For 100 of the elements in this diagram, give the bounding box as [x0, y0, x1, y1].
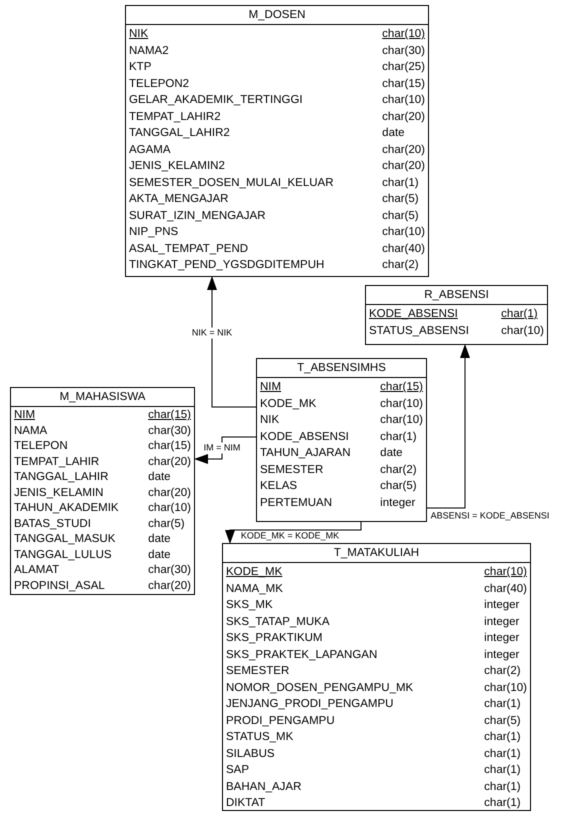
column-name: GELAR_AKADEMIK_TERTINGGI — [129, 93, 303, 108]
column-name: TANGGAL_LULUS — [14, 548, 112, 562]
column-type: char(10) — [484, 680, 527, 696]
table-title: T_ABSENSIMHS — [297, 361, 386, 375]
column-name: ASAL_TEMPAT_PEND — [129, 242, 248, 256]
column-name: STATUS_MK — [226, 730, 294, 745]
table-title: M_DOSEN — [248, 8, 306, 22]
column-type: char(5) — [148, 516, 185, 532]
entity-table — [10, 387, 195, 595]
column-name: SKS_PRAKTIKUM — [226, 631, 322, 646]
column-name: SKS_MK — [226, 598, 273, 613]
column-type: char(10) — [501, 324, 544, 338]
column-type: char(20) — [382, 110, 425, 124]
column-type: integer — [484, 631, 520, 646]
column-type: char(10) — [382, 225, 425, 240]
column-type: char(5) — [380, 479, 417, 494]
column-name: TANGGAL_LAHIR — [14, 470, 108, 485]
column-type: char(2) — [382, 258, 419, 273]
column-type: date — [382, 126, 405, 141]
column-type: char(1) — [382, 176, 419, 190]
column-type: char(1) — [484, 796, 521, 811]
column-type: char(30) — [148, 563, 191, 578]
column-type: integer — [484, 648, 520, 662]
column-name: ALAMAT — [14, 563, 60, 578]
column-name: TANGGAL_MASUK — [14, 532, 116, 547]
column-type: char(20) — [382, 159, 425, 174]
column-name: SEMESTER — [226, 664, 290, 679]
column-name: TANGGAL_LAHIR2 — [129, 126, 230, 141]
column-type: char(1) — [484, 780, 521, 794]
column-type: char(20) — [148, 486, 191, 500]
column-name: TELEPON2 — [129, 76, 190, 92]
column-type: char(1) — [380, 430, 417, 444]
column-type: integer — [380, 496, 416, 510]
column-name: SAP — [226, 763, 250, 778]
column-type: char(15) — [148, 439, 191, 454]
entity-table — [256, 358, 427, 522]
column-name: KELAS — [260, 479, 298, 494]
column-type: char(1) — [484, 746, 521, 762]
column-type: char(30) — [148, 424, 191, 438]
table-title: R_ABSENSI — [424, 288, 489, 302]
column-name: SEMESTER_DOSEN_MULAI_KELUAR — [129, 176, 334, 190]
column-type: char(5) — [382, 208, 419, 224]
column-name: PRODI_PENGAMPU — [226, 714, 335, 728]
column-type: char(20) — [148, 454, 191, 470]
column-name: KODE_ABSENSI — [260, 430, 349, 444]
column-type: char(20) — [148, 578, 191, 594]
column-type: char(40) — [382, 242, 425, 256]
column-name: NIM — [260, 380, 282, 395]
column-name: AKTA_MENGAJAR — [129, 192, 228, 207]
entity-table — [222, 543, 531, 811]
edge-label: KODE_MK = KODE_MK — [240, 530, 340, 542]
column-name: TAHUN_AKADEMIK — [14, 501, 119, 516]
column-type: integer — [484, 598, 520, 613]
column-name: NAMA2 — [129, 44, 169, 58]
column-type: char(30) — [382, 44, 425, 58]
column-type: date — [380, 446, 403, 461]
relationship-arrow — [207, 276, 256, 408]
column-name: TEMPAT_LAHIR — [14, 454, 100, 470]
column-type: char(10) — [380, 396, 423, 412]
column-type: char(25) — [382, 60, 425, 75]
column-name: SILABUS — [226, 746, 275, 762]
column-name: SKS_TATAP_MUKA — [226, 614, 330, 630]
table-title: T_MATAKULIAH — [334, 546, 420, 560]
column-type: char(15) — [382, 76, 425, 92]
column-name: NIK — [260, 413, 280, 428]
column-type: char(15) — [380, 380, 423, 395]
edge-label: ABSENSI = KODE_ABSENSI — [430, 510, 550, 522]
column-type: char(1) — [484, 730, 521, 745]
table-title: M_MAHASISWA — [60, 390, 146, 404]
column-type: date — [148, 470, 171, 485]
column-type: char(10) — [382, 27, 425, 42]
column-name: JENIS_KELAMIN2 — [129, 159, 225, 174]
column-type: char(5) — [382, 192, 419, 207]
column-name: TINGKAT_PEND_YGSDGDITEMPUH — [129, 258, 324, 273]
column-type: char(1) — [501, 307, 538, 322]
entity-table — [365, 285, 548, 345]
column-type: char(10) — [484, 565, 527, 580]
column-name: TAHUN_AJARAN — [260, 446, 351, 461]
entity-table — [125, 5, 429, 277]
column-name: SKS_PRAKTEK_LAPANGAN — [226, 648, 378, 662]
column-name: SEMESTER — [260, 462, 324, 478]
column-name: KTP — [129, 60, 152, 75]
column-name: NOMOR_DOSEN_PENGAMPU_MK — [226, 680, 414, 696]
column-type: integer — [484, 614, 520, 630]
column-name: JENIS_KELAMIN — [14, 486, 104, 500]
column-type: char(15) — [148, 408, 191, 423]
column-type: char(10) — [148, 501, 191, 516]
relationship-arrow — [225, 522, 362, 544]
column-name: KODE_ABSENSI — [369, 307, 458, 322]
column-type: char(10) — [380, 413, 423, 428]
column-name: NAMA_MK — [226, 582, 283, 596]
column-name: NIM — [14, 408, 36, 423]
column-name: SURAT_IZIN_MENGAJAR — [129, 208, 266, 224]
column-name: NIP_PNS — [129, 225, 178, 240]
column-name: JENJANG_PRODI_PENGAMPU — [226, 697, 394, 712]
column-name: BAHAN_AJAR — [226, 780, 302, 794]
column-name: KODE_MK — [226, 565, 282, 580]
column-name: BATAS_STUDI — [14, 516, 91, 532]
edge-label: IM = NIM — [202, 442, 242, 454]
column-name: PERTEMUAN — [260, 496, 332, 510]
